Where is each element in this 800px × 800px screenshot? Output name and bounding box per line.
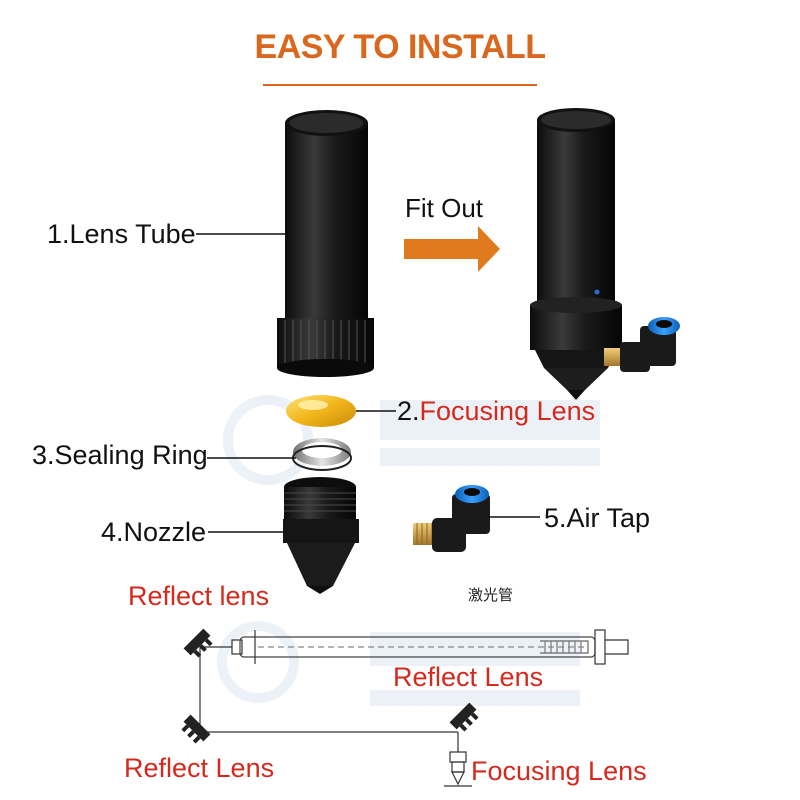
focusing-lens-number: 2. <box>397 396 420 426</box>
focusing-head-icon <box>444 751 472 787</box>
sealing-ring-label: 3.Sealing Ring <box>32 440 208 470</box>
watermark-logo <box>217 395 600 706</box>
reflect-lens-top-label: Reflect lens <box>128 581 270 611</box>
focusing-lens-name: Focusing Lens <box>419 396 596 426</box>
fit-out-arrow-icon <box>404 226 500 272</box>
fit-out-label: Fit Out <box>405 193 484 223</box>
nozzle-label: 4.Nozzle <box>101 517 207 547</box>
page-title: EASY TO INSTALL <box>254 28 546 66</box>
focusing-lens-image <box>286 395 356 427</box>
lens-tube-label: 1.Lens Tube <box>47 219 196 249</box>
reflect-lens-mid-icon <box>449 702 479 732</box>
laser-tube-caption: 激光管 <box>468 587 514 604</box>
title-underline <box>263 84 537 86</box>
focusing-lens-label: 2.Focusing Lens <box>397 398 595 425</box>
air-tap-label: 5.Air Tap <box>544 503 651 533</box>
reflect-lens-top-icon <box>183 628 213 658</box>
focusing-lens-diagram-label: Focusing Lens <box>471 756 647 786</box>
nozzle-image <box>283 477 359 594</box>
assembled-laser-head-image <box>530 108 680 400</box>
optical-path-diagram <box>199 629 629 752</box>
lens-tube-image <box>277 110 374 377</box>
reflect-lens-bottom-icon <box>181 714 211 744</box>
reflect-lens-mid-label: Reflect Lens <box>393 662 544 692</box>
air-tap-image <box>413 485 490 552</box>
reflect-lens-bottom-label: Reflect Lens <box>124 753 275 783</box>
